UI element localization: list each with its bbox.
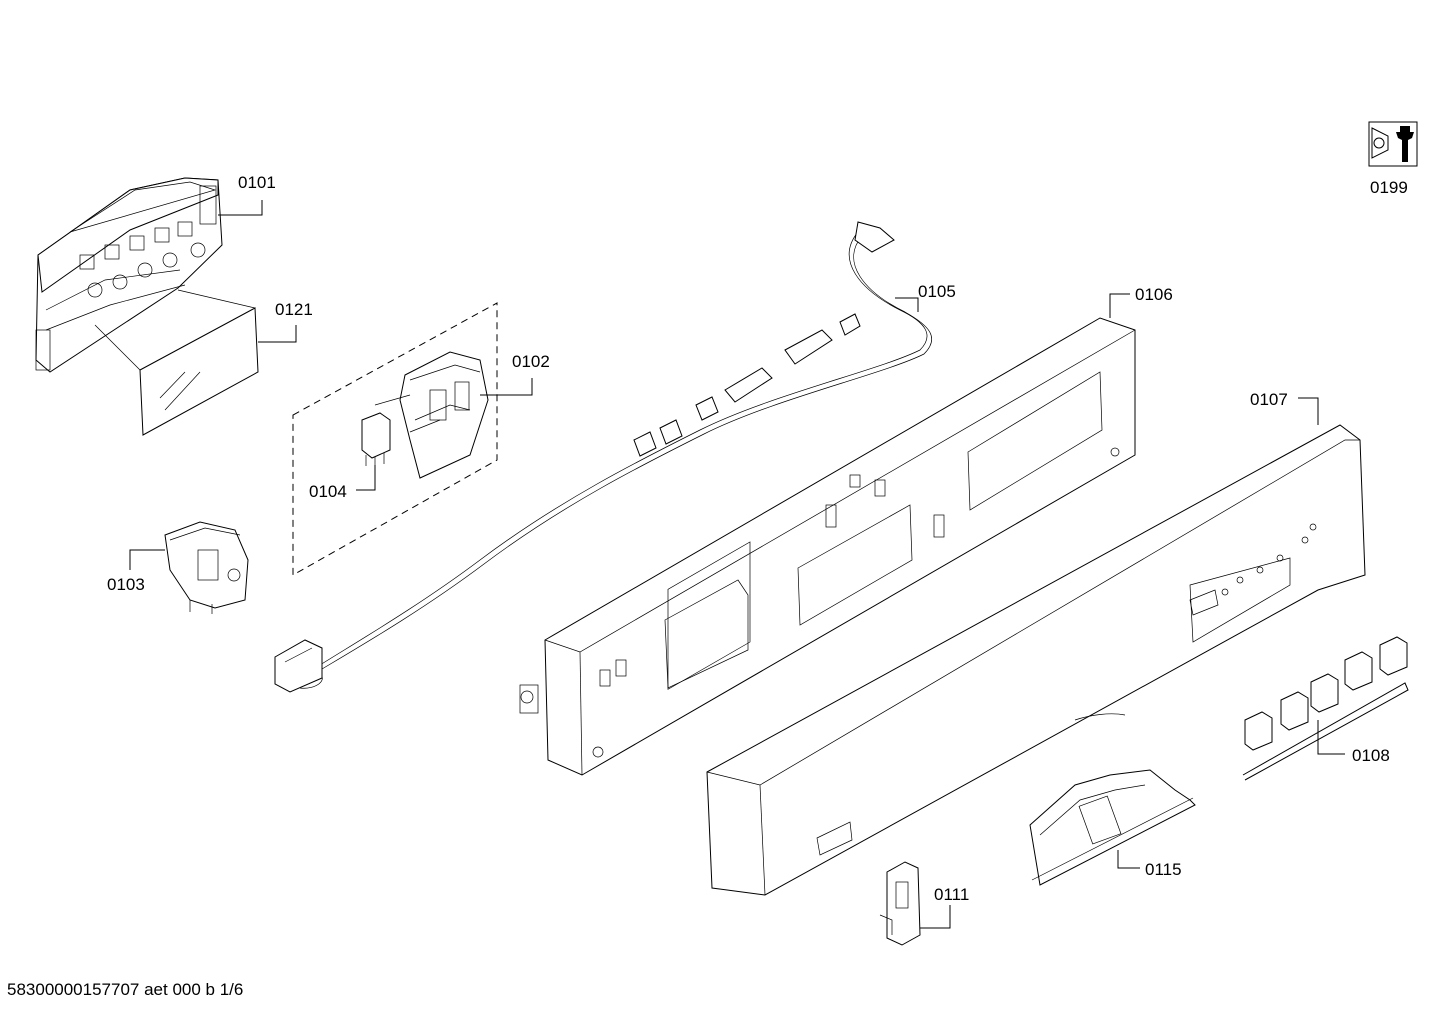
callout-0111: 0111 [934, 885, 969, 904]
callout-0106: 0106 [1135, 285, 1173, 304]
part-0102-relay-assembly[interactable] [374, 351, 489, 479]
callout-0121: 0121 [275, 300, 313, 319]
callout-0103: 0103 [107, 575, 145, 594]
part-0108-button-strip[interactable] [1242, 636, 1409, 781]
document-reference: 58300000157707 aet 000 b 1/6 [7, 980, 244, 999]
callout-0104: 0104 [309, 482, 347, 501]
callout-0105: 0105 [918, 282, 956, 301]
part-0104-suppressor[interactable] [361, 412, 391, 468]
callout-0115: 0115 [1145, 860, 1182, 879]
kit-0102-boundary [292, 302, 498, 576]
callout-0108: 0108 [1352, 746, 1390, 765]
callout-0199: 0199 [1370, 178, 1408, 197]
part-0115-bracket[interactable] [1029, 769, 1196, 886]
part-0101-electronic-module[interactable] [35, 177, 223, 373]
part-0105-wiring-harness[interactable] [274, 221, 933, 693]
callout-0101: 0101 [238, 173, 276, 192]
part-0107-fascia-panel[interactable] [706, 424, 1366, 896]
part-0106-control-frame[interactable] [519, 317, 1136, 776]
part-0111-clip[interactable] [879, 861, 921, 946]
wrench-nut-icon [1368, 121, 1418, 167]
part-0121-film[interactable] [94, 289, 259, 436]
part-0103-sensor[interactable] [164, 521, 249, 614]
callout-0102: 0102 [512, 352, 550, 371]
callout-0107: 0107 [1250, 390, 1288, 409]
